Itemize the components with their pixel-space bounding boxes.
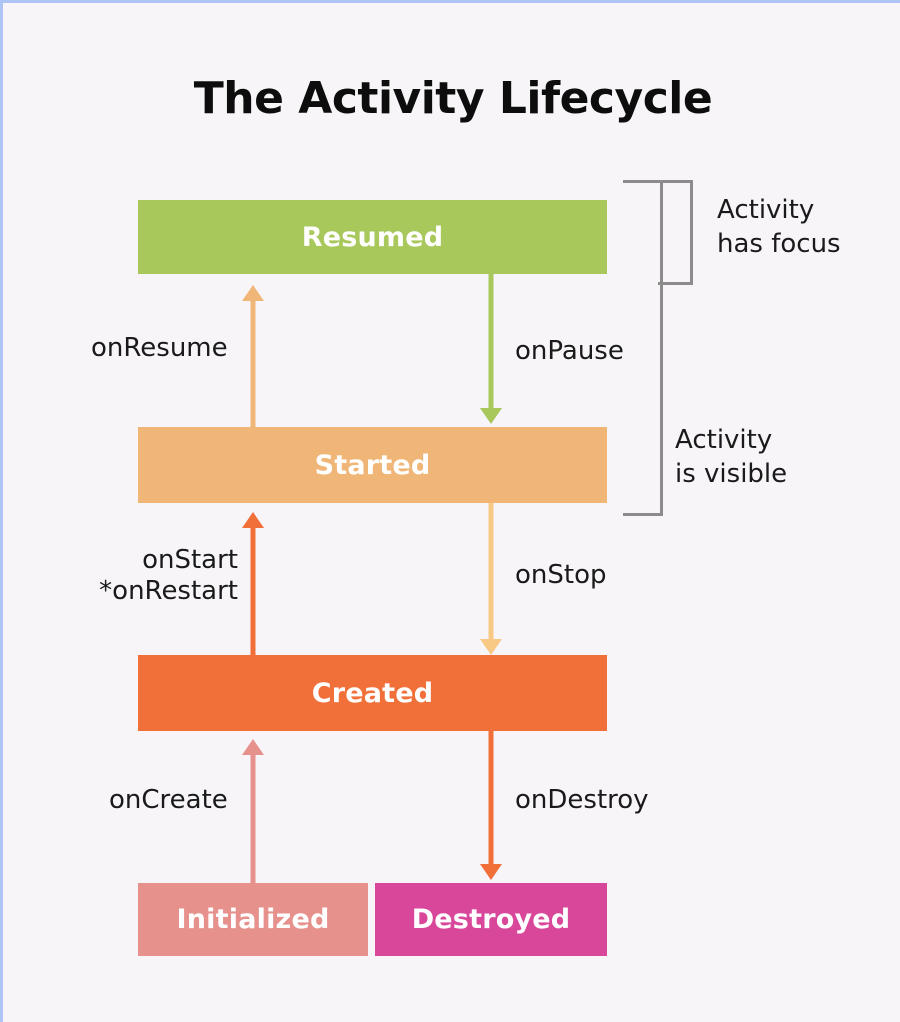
transition-label-onresume: onResume <box>91 333 228 363</box>
state-label-resumed: Resumed <box>301 221 444 253</box>
state-label-initialized: Initialized <box>176 904 330 935</box>
state-box-started: Started <box>138 427 607 503</box>
state-label-started: Started <box>314 449 431 481</box>
arrow-down-onstop-icon <box>480 503 502 655</box>
bracket-activity-is-visible <box>623 180 663 516</box>
arrowhead-up-icon <box>242 512 264 528</box>
transition-label-onstart-line1: onStart <box>142 545 238 575</box>
arrow-up-onstart-icon <box>242 512 264 656</box>
transition-label-onstop: onStop <box>515 560 607 590</box>
arrow-up-oncreate-icon <box>242 739 264 884</box>
bracket-label-is-visible: Activity is visible <box>675 424 787 492</box>
page-title: The Activity Lifecycle <box>193 73 713 124</box>
transition-label-ondestroy: onDestroy <box>515 785 649 815</box>
state-label-created: Created <box>311 677 434 709</box>
state-box-destroyed: Destroyed <box>375 883 607 956</box>
arrowhead-down-icon <box>480 864 502 880</box>
arrow-shaft <box>250 296 256 427</box>
arrow-up-onresume-icon <box>242 285 264 427</box>
state-label-destroyed: Destroyed <box>411 904 571 935</box>
transition-label-onstart: onStart *onRestart <box>53 545 238 606</box>
state-box-initialized: Initialized <box>138 883 368 956</box>
arrow-shaft <box>488 274 494 413</box>
arrowhead-down-icon <box>480 639 502 655</box>
state-box-resumed: Resumed <box>138 200 607 274</box>
transition-label-onpause: onPause <box>515 336 624 366</box>
arrowhead-up-icon <box>242 285 264 301</box>
arrowhead-up-icon <box>242 739 264 755</box>
bracket-activity-has-focus <box>658 180 693 285</box>
transition-label-onrestart-line2: *onRestart <box>99 575 238 606</box>
arrow-down-onpause-icon <box>480 274 502 424</box>
bracket-label-has-focus: Activity has focus <box>717 194 841 262</box>
arrow-shaft <box>250 523 256 656</box>
arrow-shaft <box>488 503 494 644</box>
transition-label-oncreate: onCreate <box>109 785 228 815</box>
bracket-label-is-visible-line1: Activity <box>675 425 773 455</box>
arrowhead-down-icon <box>480 408 502 424</box>
arrow-down-ondestroy-icon <box>480 730 502 880</box>
arrow-shaft <box>250 750 256 884</box>
bracket-label-is-visible-line2: is visible <box>675 458 788 489</box>
bracket-label-has-focus-line2: has focus <box>717 228 841 259</box>
bracket-label-has-focus-line1: Activity <box>717 195 815 225</box>
arrow-shaft <box>488 730 494 869</box>
state-box-created: Created <box>138 655 607 731</box>
